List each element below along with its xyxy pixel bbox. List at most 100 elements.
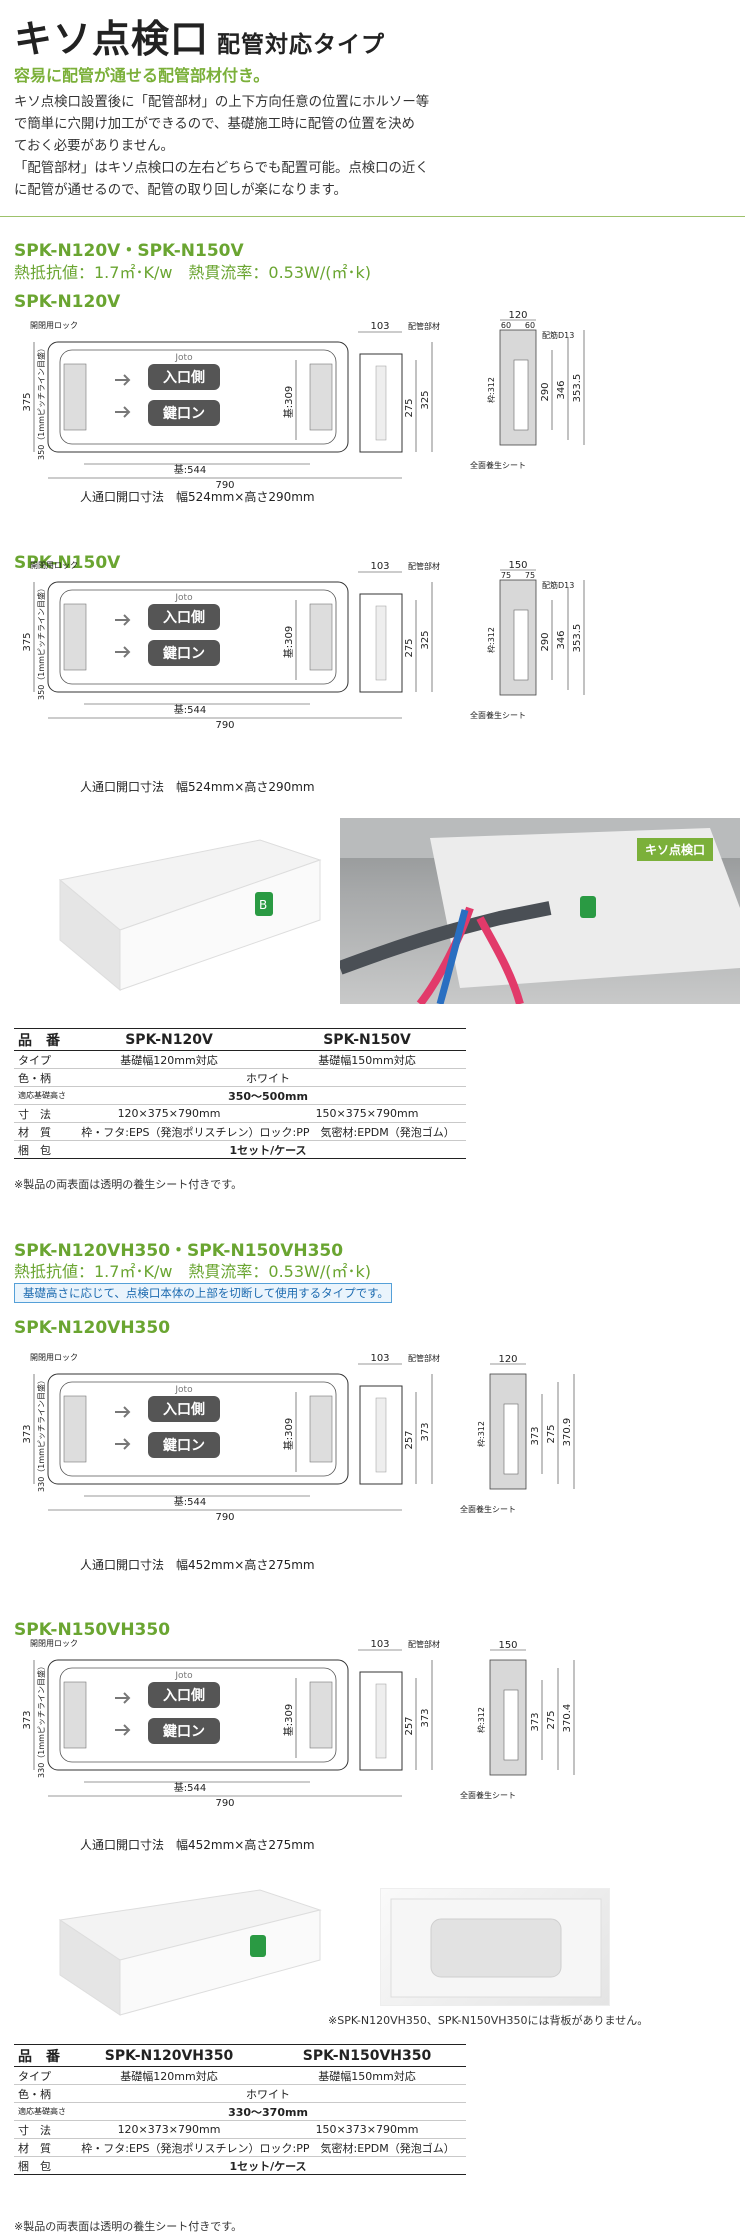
arrow-icon [115, 646, 131, 658]
dim-h2: 275 [546, 1710, 557, 1729]
dim-top-offset: 103 [370, 561, 389, 572]
table-header: SPK-N150VH350 [268, 2044, 466, 2067]
vent-block [309, 1681, 333, 1749]
table-cell: 基礎幅120mm対応 [70, 2066, 268, 2085]
table-cell: 色・柄 [14, 2084, 70, 2103]
dim-h3: 353.5 [572, 374, 583, 403]
vent-block [309, 1395, 333, 1463]
cover-brand: Joto [174, 353, 193, 363]
table-cell: 寸 法 [14, 1104, 70, 1123]
vent-block [309, 603, 333, 671]
dim-split-b: 60 [525, 321, 535, 330]
svg-text:B: B [259, 898, 267, 912]
product-photo-graphic [58, 1889, 322, 2016]
table-cell: タイプ [14, 2066, 70, 2085]
member-label: 配管部材 [408, 1639, 440, 1649]
cover-outline [59, 1667, 337, 1763]
side-opening [503, 1689, 519, 1761]
drawing-title: SPK-N150VH350 [14, 1620, 171, 1640]
dim-h1: 275 [404, 638, 415, 657]
dim-h2: 373 [420, 1708, 431, 1727]
dim-top-offset: 103 [370, 1639, 389, 1650]
pipe-member-label [375, 605, 387, 681]
table-cell: 150×373×790mm [268, 2120, 466, 2139]
cover-label-box [148, 1682, 220, 1708]
callout-box: 基礎高さに応じて、点検口本体の上部を切断して使用するタイプです。 [14, 1283, 392, 1303]
table-cell: 350〜500mm [70, 1086, 466, 1105]
dim-total-height: 375 [22, 632, 33, 651]
panel-outline [47, 1373, 349, 1485]
photo-note: ※SPK-N120VH350、SPK-N150VH350には背板がありません。 [328, 2014, 649, 2027]
cover-label-in: 入口側 [163, 1401, 205, 1418]
page-title: キソ点検口配管対応タイプ [14, 17, 386, 61]
section1-models: SPK-N120V・SPK-N150V [14, 241, 244, 261]
table-cell: 330〜370mm [70, 2102, 466, 2121]
cover-outline [59, 589, 337, 685]
table-cell: 寸 法 [14, 2120, 70, 2139]
pipe-member-label [375, 365, 387, 441]
cover-label-box [148, 1718, 220, 1744]
drawing-title: SPK-N150V [14, 553, 121, 573]
table-cell: 120×373×790mm [70, 2120, 268, 2139]
dim-split-a: 75 [501, 571, 511, 580]
dim-h2: 373 [420, 1422, 431, 1441]
dim-range: 330（1mmピッチライン目盛） [36, 1376, 46, 1492]
rebar-label: 配筋D13 [542, 330, 574, 340]
cover-label-box [148, 640, 220, 666]
drawing-title: SPK-N120VH350 [14, 1318, 171, 1338]
rebar-label: 配筋D13 [542, 580, 574, 590]
table-header: 品 番 [14, 1028, 70, 1051]
lock-label: 開閉用ロック [30, 561, 78, 570]
cover-label-out: 鍵口ン [163, 1437, 205, 1454]
section2-thermal: 熱抵抗値：1.7㎡･K/w 熱貫流率：0.53W/(㎡･k) [14, 1262, 372, 1281]
dim-h1: 373 [530, 1712, 541, 1731]
table-cell: ホワイト [70, 1068, 466, 1087]
dim-width-total: 790 [215, 1798, 234, 1808]
table-cell: 梱 包 [14, 1140, 70, 1159]
vent-block [309, 363, 333, 431]
back-view-photo [380, 1888, 610, 2006]
table-cell: 色・柄 [14, 1068, 70, 1087]
table-cell: 基礎幅120mm対応 [70, 1050, 268, 1069]
vent-block [63, 1681, 87, 1749]
dim-width-total: 790 [215, 480, 234, 490]
product-photo: B [40, 820, 330, 1000]
intro-line: 「配管部材」はキソ点検口の左右どちらでも配置可能。点検口の近く [14, 161, 429, 176]
dim-frame: 枠:312 [486, 377, 496, 403]
cover-label-in: 入口側 [163, 369, 205, 386]
cover-label-box [148, 364, 220, 390]
cover-label-box [148, 1396, 220, 1422]
cover-label-out: 鍵口ン [163, 645, 205, 662]
dim-frame: 枠:312 [476, 1421, 486, 1447]
cover-outline [59, 1381, 337, 1477]
dim-h-inner: 基:309 [282, 1704, 295, 1736]
cover-brand: Joto [174, 593, 193, 603]
arrow-icon [115, 614, 131, 626]
sheet-label: 全面養生シート [470, 710, 526, 720]
arrow-icon [115, 1406, 131, 1418]
arrow-icon [115, 1692, 131, 1704]
table-note: ※製品の両表面は透明の養生シート付きです。 [14, 1178, 243, 1191]
opening-caption: 人通口開口寸法 幅452mm×高さ275mm [80, 1838, 315, 1852]
dim-h1: 290 [540, 382, 551, 401]
table-cell: 枠・フタ:EPS（発泡ポリスチレン）ロック:PP 気密材:EPDM（発泡ゴム） [70, 2138, 466, 2157]
table-cell: 1セット/ケース [70, 1140, 466, 1159]
dim-side-width: 120 [508, 310, 527, 321]
sheet-label: 全面養生シート [460, 1504, 516, 1514]
dim-top-offset: 103 [370, 321, 389, 332]
side-opening [513, 609, 529, 681]
member-label: 配管部材 [408, 561, 440, 571]
panel-outline [47, 581, 349, 693]
dim-h1: 290 [540, 632, 551, 651]
section1-thermal: 熱抵抗値：1.7㎡･K/w 熱貫流率：0.53W/(㎡･k) [14, 263, 372, 282]
